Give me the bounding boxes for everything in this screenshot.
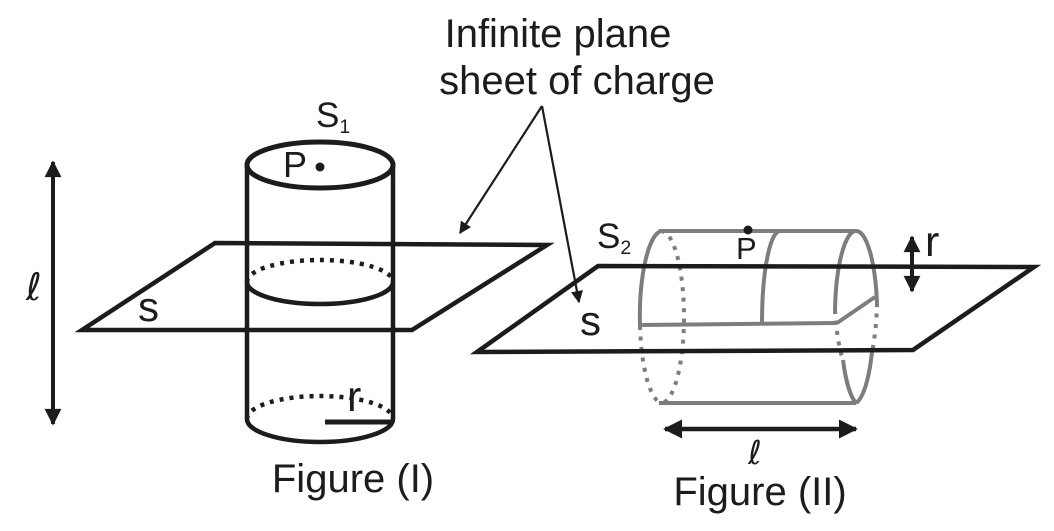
fig2-right-cap-back-low-arc (854, 351, 874, 405)
fig2-point-p-dot (743, 225, 753, 235)
fig2-surface-label: S2 (597, 219, 631, 258)
fig2-left-cap-back-hidden-arc (660, 229, 686, 405)
fig2-sheet-label: s (580, 297, 601, 344)
fig1-radius-label: r (347, 373, 362, 421)
fig2-cut-rect-right-edge (835, 295, 877, 325)
fig1-point-p-dot (315, 162, 325, 172)
fig1-surface-label-base: S (316, 96, 340, 135)
fig2-cut-rect-near-edge (639, 321, 838, 327)
figure1-gaussian-cylinder (244, 139, 396, 445)
fig2-caption: Figure (II) (673, 470, 847, 514)
fig1-length-label: ℓ (26, 265, 42, 309)
fig2-right-cap-front-low-arc (841, 359, 858, 405)
fig1-bottom-ellipse-front-arc (244, 418, 396, 445)
fig1-charged-sheet-plane (74, 240, 555, 333)
fig1-bottom-ellipse-back-arc (244, 393, 396, 420)
fig2-radius-label: r (925, 218, 940, 266)
fig1-caption: Figure (I) (271, 457, 435, 501)
fig1-surface-label-sub: 1 (339, 115, 351, 138)
fig1-sheet-label: s (138, 283, 159, 330)
fig2-right-cap-back-arc (855, 229, 879, 304)
annotation-title-line1: Infinite plane (444, 12, 672, 56)
fig2-surface-label-base: S (597, 217, 621, 256)
figure2-gaussian-cylinder (637, 228, 879, 405)
fig1-surface-label: S1 (316, 98, 350, 137)
annotation-title-line2: sheet of charge (439, 59, 715, 103)
fig2-point-label: P (736, 231, 757, 266)
fig2-length-label: ℓ (748, 433, 762, 472)
fig1-point-label: P (283, 144, 308, 185)
fig1-mid-ellipse-front-arc (244, 281, 396, 307)
fig2-surface-label-sub: 2 (620, 236, 632, 259)
fig2-right-cap-back-hidden-arc (870, 302, 879, 353)
fig2-left-cap-front-hidden-arc (638, 325, 662, 405)
annotation-arrow-to-fig1-sheet (459, 105, 543, 235)
fig1-mid-ellipse-back-arc (244, 257, 396, 283)
arrows (44, 105, 921, 439)
fig2-left-cap-front-arc (637, 229, 662, 327)
fig2-charged-sheet-plane (469, 263, 1042, 355)
annotation-arrow-to-fig2-sheet (540, 105, 583, 304)
fig2-right-cap-front-arc (833, 228, 857, 311)
fig2-mid-section-arc (760, 229, 781, 323)
